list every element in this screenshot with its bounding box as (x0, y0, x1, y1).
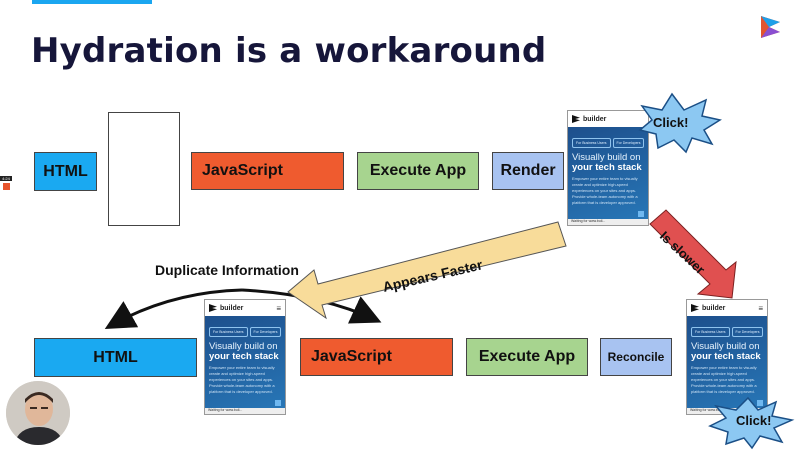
builder-logo-icon (761, 16, 780, 38)
thumb-footer: Waiting for www.buil... (687, 408, 767, 414)
row1-blank-page (108, 112, 180, 226)
thumb-headline: Visually build on (209, 341, 278, 352)
is-slower-label: Is slower (657, 228, 708, 277)
thumb-body-text: Empower your entire team to visually cre… (691, 365, 757, 394)
is-slower-arrow (649, 209, 737, 299)
chat-square-icon (638, 211, 644, 217)
row1-execute-app-box: Execute App (357, 152, 479, 190)
builder-mini-logo-icon (691, 304, 699, 312)
presenter-avatar (6, 381, 70, 445)
thumb-footer: Waiting for www.buil... (205, 408, 285, 414)
row2-html-label: HTML (93, 348, 138, 366)
thumb-headline-bold: your tech stack (209, 351, 279, 362)
thumb-pill-dev: For Developers (249, 327, 282, 337)
builder-mini-logo-icon (572, 115, 580, 123)
row2-javascript-label: JavaScript (311, 348, 392, 365)
chat-square-icon (275, 400, 281, 406)
row2-javascript-box: JavaScript (300, 338, 453, 376)
click-label-bottom: Click! (736, 413, 771, 428)
row1-javascript-label: JavaScript (202, 162, 283, 179)
row1-execute-label: Execute App (369, 162, 467, 179)
row1-render-label: Render (500, 162, 556, 179)
builder-mini-logo-icon (209, 304, 217, 312)
thumb-pill-business: For Business Users (691, 327, 730, 337)
chat-square-icon (757, 400, 763, 406)
row2-html-box: HTML (34, 338, 197, 377)
thumb-pill-dev: For Developers (612, 138, 645, 148)
video-timestamp-control[interactable]: 4:24 (0, 176, 12, 196)
thumb-body-text: Empower your entire team to visually cre… (572, 176, 638, 205)
row2-execute-label: Execute App (478, 348, 576, 365)
click-burst-top (638, 92, 722, 154)
presenter-face-icon (6, 381, 70, 445)
thumb-footer: Waiting for www.buil... (568, 219, 648, 225)
appears-faster-label: Appears Faster (381, 256, 484, 295)
thumb-pill-dev: For Developers (731, 327, 764, 337)
row2-reconcile-label: Reconcile (607, 350, 665, 364)
hamburger-menu-icon: ≡ (758, 303, 763, 313)
thumb-headline: Visually build on (691, 341, 760, 352)
hamburger-menu-icon: ≡ (276, 303, 281, 313)
row1-html-box: HTML (34, 152, 97, 191)
thumb-headline-bold: your tech stack (691, 351, 761, 362)
thumb-brand: builder (220, 304, 244, 312)
video-timestamp: 4:24 (0, 176, 12, 181)
row2-reconcile-box: Reconcile (600, 338, 672, 376)
thumb-headline-bold: your tech stack (572, 162, 642, 173)
row2-execute-app-box: Execute App (466, 338, 588, 376)
thumb-body-text: Empower your entire team to visually cre… (209, 365, 275, 394)
appears-faster-arrow (287, 221, 567, 320)
thumb-headline: Visually build on (572, 152, 641, 163)
thumb-pill-business: For Business Users (572, 138, 611, 148)
click-label-top: Click! (653, 115, 688, 130)
row1-javascript-box: JavaScript (191, 152, 344, 190)
top-accent-bar (32, 0, 152, 4)
slide-title: Hydration is a workaround (31, 31, 547, 71)
thumb-pill-business: For Business Users (209, 327, 248, 337)
thumb-brand: builder (583, 115, 607, 123)
thumb-brand: builder (702, 304, 726, 312)
row1-html-label: HTML (43, 162, 88, 180)
record-indicator-icon (2, 183, 10, 190)
duplicate-information-label: Duplicate Information (155, 262, 299, 278)
row1-render-box: Render (492, 152, 564, 190)
